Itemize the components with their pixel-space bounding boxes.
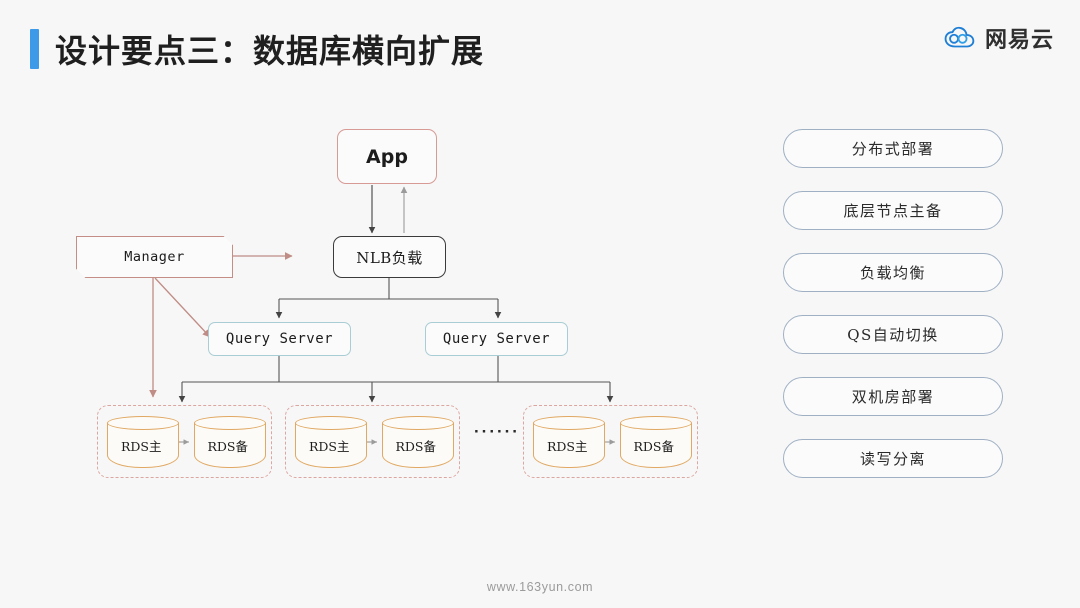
feature-pill-2-label: 底层节点主备 bbox=[843, 202, 943, 220]
page-title-text: 设计要点三：数据库横向扩展 bbox=[55, 32, 485, 70]
footer-url: www.163yun.com bbox=[486, 580, 594, 594]
brand-logo: 网易云 bbox=[944, 22, 1054, 54]
feature-pill-4-label: QS自动切换 bbox=[847, 326, 939, 344]
rds-standby-cylinder-1[interactable]: RDS备 bbox=[193, 415, 266, 468]
feature-pill-list: 分布式部署 底层节点主备 负载均衡 QS自动切换 双机房部署 读写分离 bbox=[783, 129, 1003, 501]
page-title: 设计要点三：数据库横向扩展 bbox=[30, 26, 484, 72]
cylinder-body bbox=[193, 422, 266, 468]
rds-standby-label-2: RDS备 bbox=[395, 439, 437, 454]
node-query-server-2[interactable]: Query Server bbox=[425, 322, 568, 356]
feature-pill-4[interactable]: QS自动切换 bbox=[783, 315, 1003, 354]
cylinder-top bbox=[381, 415, 454, 430]
feature-pill-3[interactable]: 负载均衡 bbox=[783, 253, 1003, 292]
rds-primary-cylinder-3[interactable]: RDS主 bbox=[533, 415, 605, 468]
feature-pill-6[interactable]: 读写分离 bbox=[783, 439, 1003, 478]
rds-primary-cylinder-1[interactable]: RDS主 bbox=[107, 415, 179, 468]
title-accent-bar bbox=[30, 29, 39, 69]
architecture-diagram: App NLB负载 Manager Query Server Query Ser… bbox=[76, 129, 698, 478]
cloud-icon bbox=[944, 26, 975, 48]
rds-group-2: RDS主 RDS备 bbox=[285, 405, 460, 478]
cylinder-top bbox=[533, 415, 605, 430]
rds-standby-cylinder-2[interactable]: RDS备 bbox=[381, 415, 454, 468]
node-query-server-2-label: Query Server bbox=[442, 331, 551, 347]
node-manager[interactable]: Manager bbox=[76, 236, 233, 278]
diagram-connectors bbox=[149, 185, 614, 403]
rds-group-ellipsis: ······ bbox=[474, 422, 520, 441]
feature-pill-6-label: 读写分离 bbox=[859, 450, 926, 468]
feature-pill-5-label: 双机房部署 bbox=[851, 388, 935, 406]
node-manager-label: Manager bbox=[124, 249, 185, 265]
rds-primary-label-2: RDS主 bbox=[309, 439, 350, 454]
node-nlb-label: NLB负载 bbox=[356, 248, 423, 267]
node-app[interactable]: App bbox=[337, 129, 437, 184]
node-app-label: App bbox=[366, 145, 408, 168]
cylinder-top bbox=[193, 415, 266, 430]
cylinder-body bbox=[295, 422, 367, 468]
cylinder-body bbox=[381, 422, 454, 468]
rds-standby-label-3: RDS备 bbox=[633, 439, 675, 454]
cylinder-body bbox=[619, 422, 692, 468]
rds-group-1: RDS主 RDS备 bbox=[97, 405, 272, 478]
feature-pill-5[interactable]: 双机房部署 bbox=[783, 377, 1003, 416]
rds-primary-label-3: RDS主 bbox=[547, 439, 588, 454]
feature-pill-3-label: 负载均衡 bbox=[859, 264, 926, 282]
node-query-server-1[interactable]: Query Server bbox=[208, 322, 351, 356]
rds-primary-cylinder-2[interactable]: RDS主 bbox=[295, 415, 367, 468]
node-nlb[interactable]: NLB负载 bbox=[333, 236, 446, 278]
cylinder-top bbox=[619, 415, 692, 430]
rds-standby-label-1: RDS备 bbox=[207, 439, 249, 454]
cylinder-top bbox=[295, 415, 367, 430]
rds-standby-cylinder-3[interactable]: RDS备 bbox=[619, 415, 692, 468]
cylinder-body bbox=[533, 422, 605, 468]
cylinder-body bbox=[107, 422, 179, 468]
rds-primary-label-1: RDS主 bbox=[121, 439, 162, 454]
feature-pill-1-label: 分布式部署 bbox=[851, 140, 935, 158]
rds-group-3: RDS主 RDS备 bbox=[523, 405, 698, 478]
brand-logo-text: 网易云 bbox=[984, 28, 1054, 53]
cylinder-top bbox=[107, 415, 179, 430]
feature-pill-1[interactable]: 分布式部署 bbox=[783, 129, 1003, 168]
node-query-server-1-label: Query Server bbox=[225, 331, 334, 347]
feature-pill-2[interactable]: 底层节点主备 bbox=[783, 191, 1003, 230]
